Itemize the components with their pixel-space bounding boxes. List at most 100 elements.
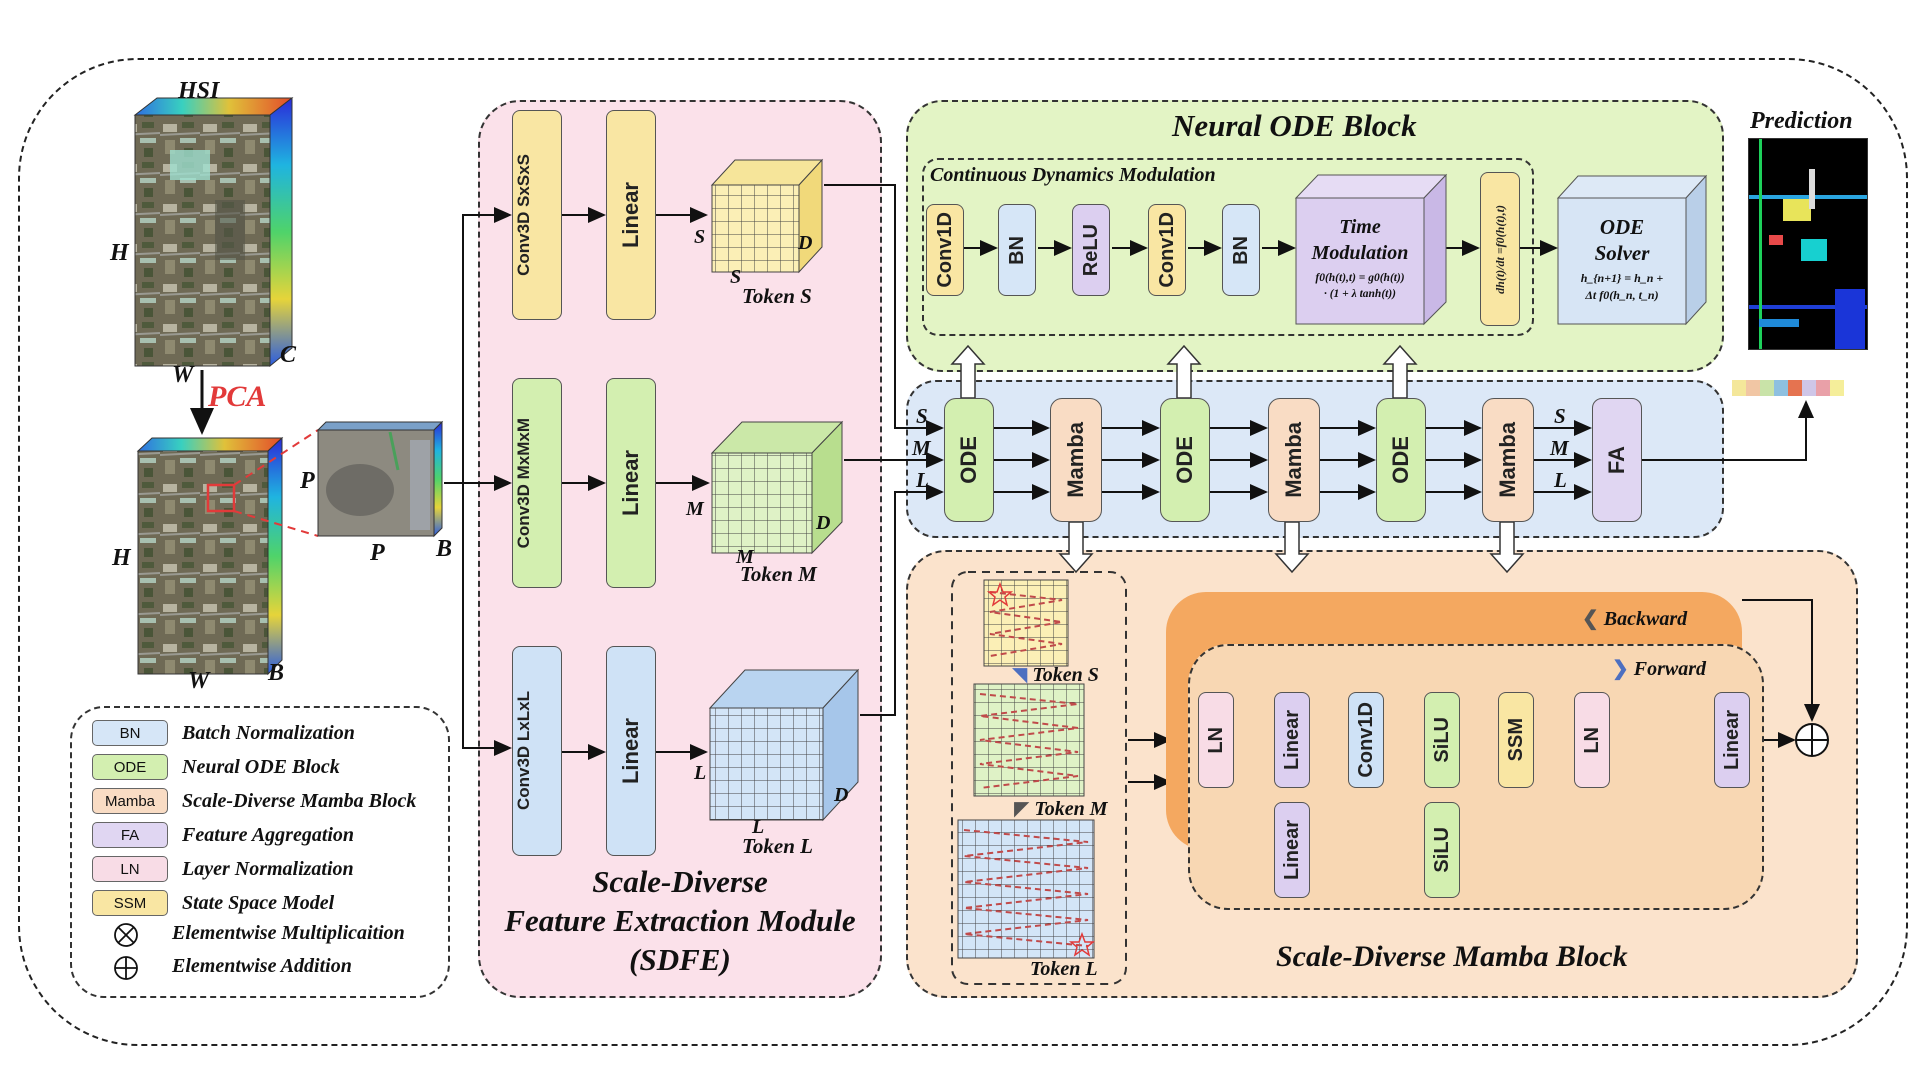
time-modulation-cube: [1294, 173, 1448, 326]
dim-w2-label: W: [188, 668, 210, 694]
legend-item: Mamba Scale-Diverse Mamba Block: [92, 788, 416, 814]
backbone-ode-1: ODE: [944, 398, 994, 522]
mamba-silu-1-label: SiLU: [1430, 717, 1453, 763]
forward-chevron-icon: ❯: [1612, 658, 1629, 680]
legend-item: ODE Neural ODE Block: [92, 754, 340, 780]
legend-key-fa: FA: [92, 822, 168, 848]
token-l-dim-l2: L: [752, 816, 765, 838]
backbone-mamba-1: Mamba: [1050, 398, 1102, 522]
class-color-strip: [1732, 380, 1844, 396]
token-l-cube: [708, 668, 860, 822]
legend-key-ssm: SSM: [92, 890, 168, 916]
scan-s-chevron-icon: ◥: [1012, 664, 1028, 686]
token-m-dim-d: D: [816, 512, 831, 534]
conv3d-s-label: Conv3D SxSxS: [514, 154, 533, 276]
cdm-conv1d-1-label: Conv1D: [933, 212, 956, 288]
hsi-cube: [133, 96, 294, 368]
token-l-label: Token L: [742, 834, 813, 858]
backward-chevron-icon: ❮: [1582, 608, 1599, 630]
time-mod-eq-1: f0(h(t),t) = g0(h(t)): [1315, 272, 1405, 284]
backbone-mamba-2: Mamba: [1268, 398, 1320, 522]
mamba-block-title: Scale-Diverse Mamba Block: [1276, 940, 1628, 973]
cdm-relu: ReLU: [1072, 204, 1110, 296]
dh-dt-box: dh(t)/dt =f0(h(t),t): [1480, 172, 1520, 326]
conv3d-l-box: Conv3D LxLxL: [512, 646, 562, 856]
token-m-dim-m1: M: [686, 498, 704, 520]
dim-b2-label: B: [268, 660, 285, 686]
mamba-silu-1: SiLU: [1424, 692, 1460, 788]
token-l-dim-l1: L: [694, 762, 707, 784]
time-modulation-text: Time Modulation f0(h(t),t) = g0(h(t)) · …: [1296, 214, 1424, 302]
scan-token-l-label: Token L: [1030, 958, 1098, 980]
legend-add-symbol: [114, 956, 138, 980]
scan-token-s-text: Token S: [1032, 664, 1099, 686]
prediction-label: Prediction: [1750, 108, 1853, 134]
linear-s-box: Linear: [606, 110, 656, 320]
cdm-conv1d-2-label: Conv1D: [1155, 212, 1178, 288]
backbone-ode-2-label: ODE: [1172, 436, 1198, 484]
mamba-ln-2: LN: [1574, 692, 1610, 788]
token-s-dim-s2: S: [730, 266, 742, 288]
token-m-label: Token M: [740, 562, 817, 586]
legend-item: LN Layer Normalization: [92, 856, 354, 882]
ode-up-arrows: [950, 344, 1418, 399]
solver-title-1: ODE: [1599, 215, 1645, 239]
legend-item: FA Feature Aggregation: [92, 822, 354, 848]
hsi-label: HSI: [178, 78, 220, 104]
scan-token-m-text: Token M: [1034, 798, 1108, 820]
dim-h-label: H: [110, 240, 129, 266]
backbone-mamba-3: Mamba: [1482, 398, 1534, 522]
backbone-m-out-label: M: [1550, 436, 1569, 460]
cdm-conv1d-1: Conv1D: [926, 204, 964, 296]
sdfe-title: Scale-Diverse Feature Extraction Module …: [480, 862, 880, 979]
add-circle: [1795, 723, 1829, 757]
backbone-m-label: M: [912, 436, 931, 460]
ode-solver-cube: [1556, 174, 1708, 326]
legend-text-fa: Feature Aggregation: [182, 823, 355, 846]
token-scan-panel: [951, 571, 1127, 985]
mamba-linear-1-label: Linear: [1280, 709, 1303, 771]
conv3d-m-label: Conv3D MxMxM: [514, 417, 533, 549]
token-m-cube: [710, 420, 844, 555]
backbone-fa: FA: [1592, 398, 1642, 522]
sdfe-title-line1: Scale-Diverse: [592, 864, 768, 899]
legend-mul-text: Elementwise Multiplicaition: [172, 922, 405, 944]
token-l-dim-d: D: [834, 784, 849, 806]
token-s-dim-d: D: [798, 232, 813, 254]
legend-text-ln: Layer Normalization: [182, 857, 354, 880]
solver-eq-2: Δt f0(h_n, t_n): [1585, 288, 1659, 302]
legend-key-mamba: Mamba: [92, 788, 168, 814]
dim-c-label: C: [280, 342, 297, 368]
token-s-cube: [710, 158, 824, 274]
legend-text-ode: Neural ODE Block: [182, 755, 340, 778]
token-s-dim-s1: S: [694, 226, 706, 248]
dim-b-label: B: [436, 536, 453, 562]
ode-solver-text: ODE Solver h_{n+1} = h_n + Δt f0(h_n, t_…: [1558, 214, 1686, 304]
sdfe-title-line3: (SDFE): [629, 942, 731, 977]
legend-key-bn: BN: [92, 720, 168, 746]
scan-token-m-label: ◤ Token M: [1014, 796, 1108, 821]
conv3d-s-box: Conv3D SxSxS: [512, 110, 562, 320]
mamba-conv1d: Conv1D: [1348, 692, 1384, 788]
forward-label: ❯ Forward: [1612, 656, 1706, 681]
backbone-ode-3-label: ODE: [1388, 436, 1414, 484]
mamba-ln-2-label: LN: [1580, 726, 1603, 754]
time-mod-eq-2: · (1 + λ tanh(t)): [1323, 288, 1397, 300]
linear-l-label: Linear: [618, 717, 644, 785]
linear-s-label: Linear: [618, 181, 644, 249]
linear-l-box: Linear: [606, 646, 656, 856]
legend-item: BN Batch Normalization: [92, 720, 355, 746]
neural-ode-title: Neural ODE Block: [1172, 108, 1417, 143]
star-icon: [986, 581, 1014, 607]
legend-mul-symbol: [114, 923, 138, 947]
mamba-silu-2-label: SiLU: [1430, 827, 1453, 873]
legend-text-bn: Batch Normalization: [182, 721, 355, 744]
cdm-conv1d-2: Conv1D: [1148, 204, 1186, 296]
scan-token-s-label: ◥ Token S: [1012, 662, 1099, 687]
cdm-bn-2: BN: [1222, 204, 1260, 296]
mamba-ln-1: LN: [1198, 692, 1234, 788]
mamba-ln-1-label: LN: [1204, 726, 1227, 754]
mamba-silu-2: SiLU: [1424, 802, 1460, 898]
conv3d-m-box: Conv3D MxMxM: [512, 378, 562, 588]
